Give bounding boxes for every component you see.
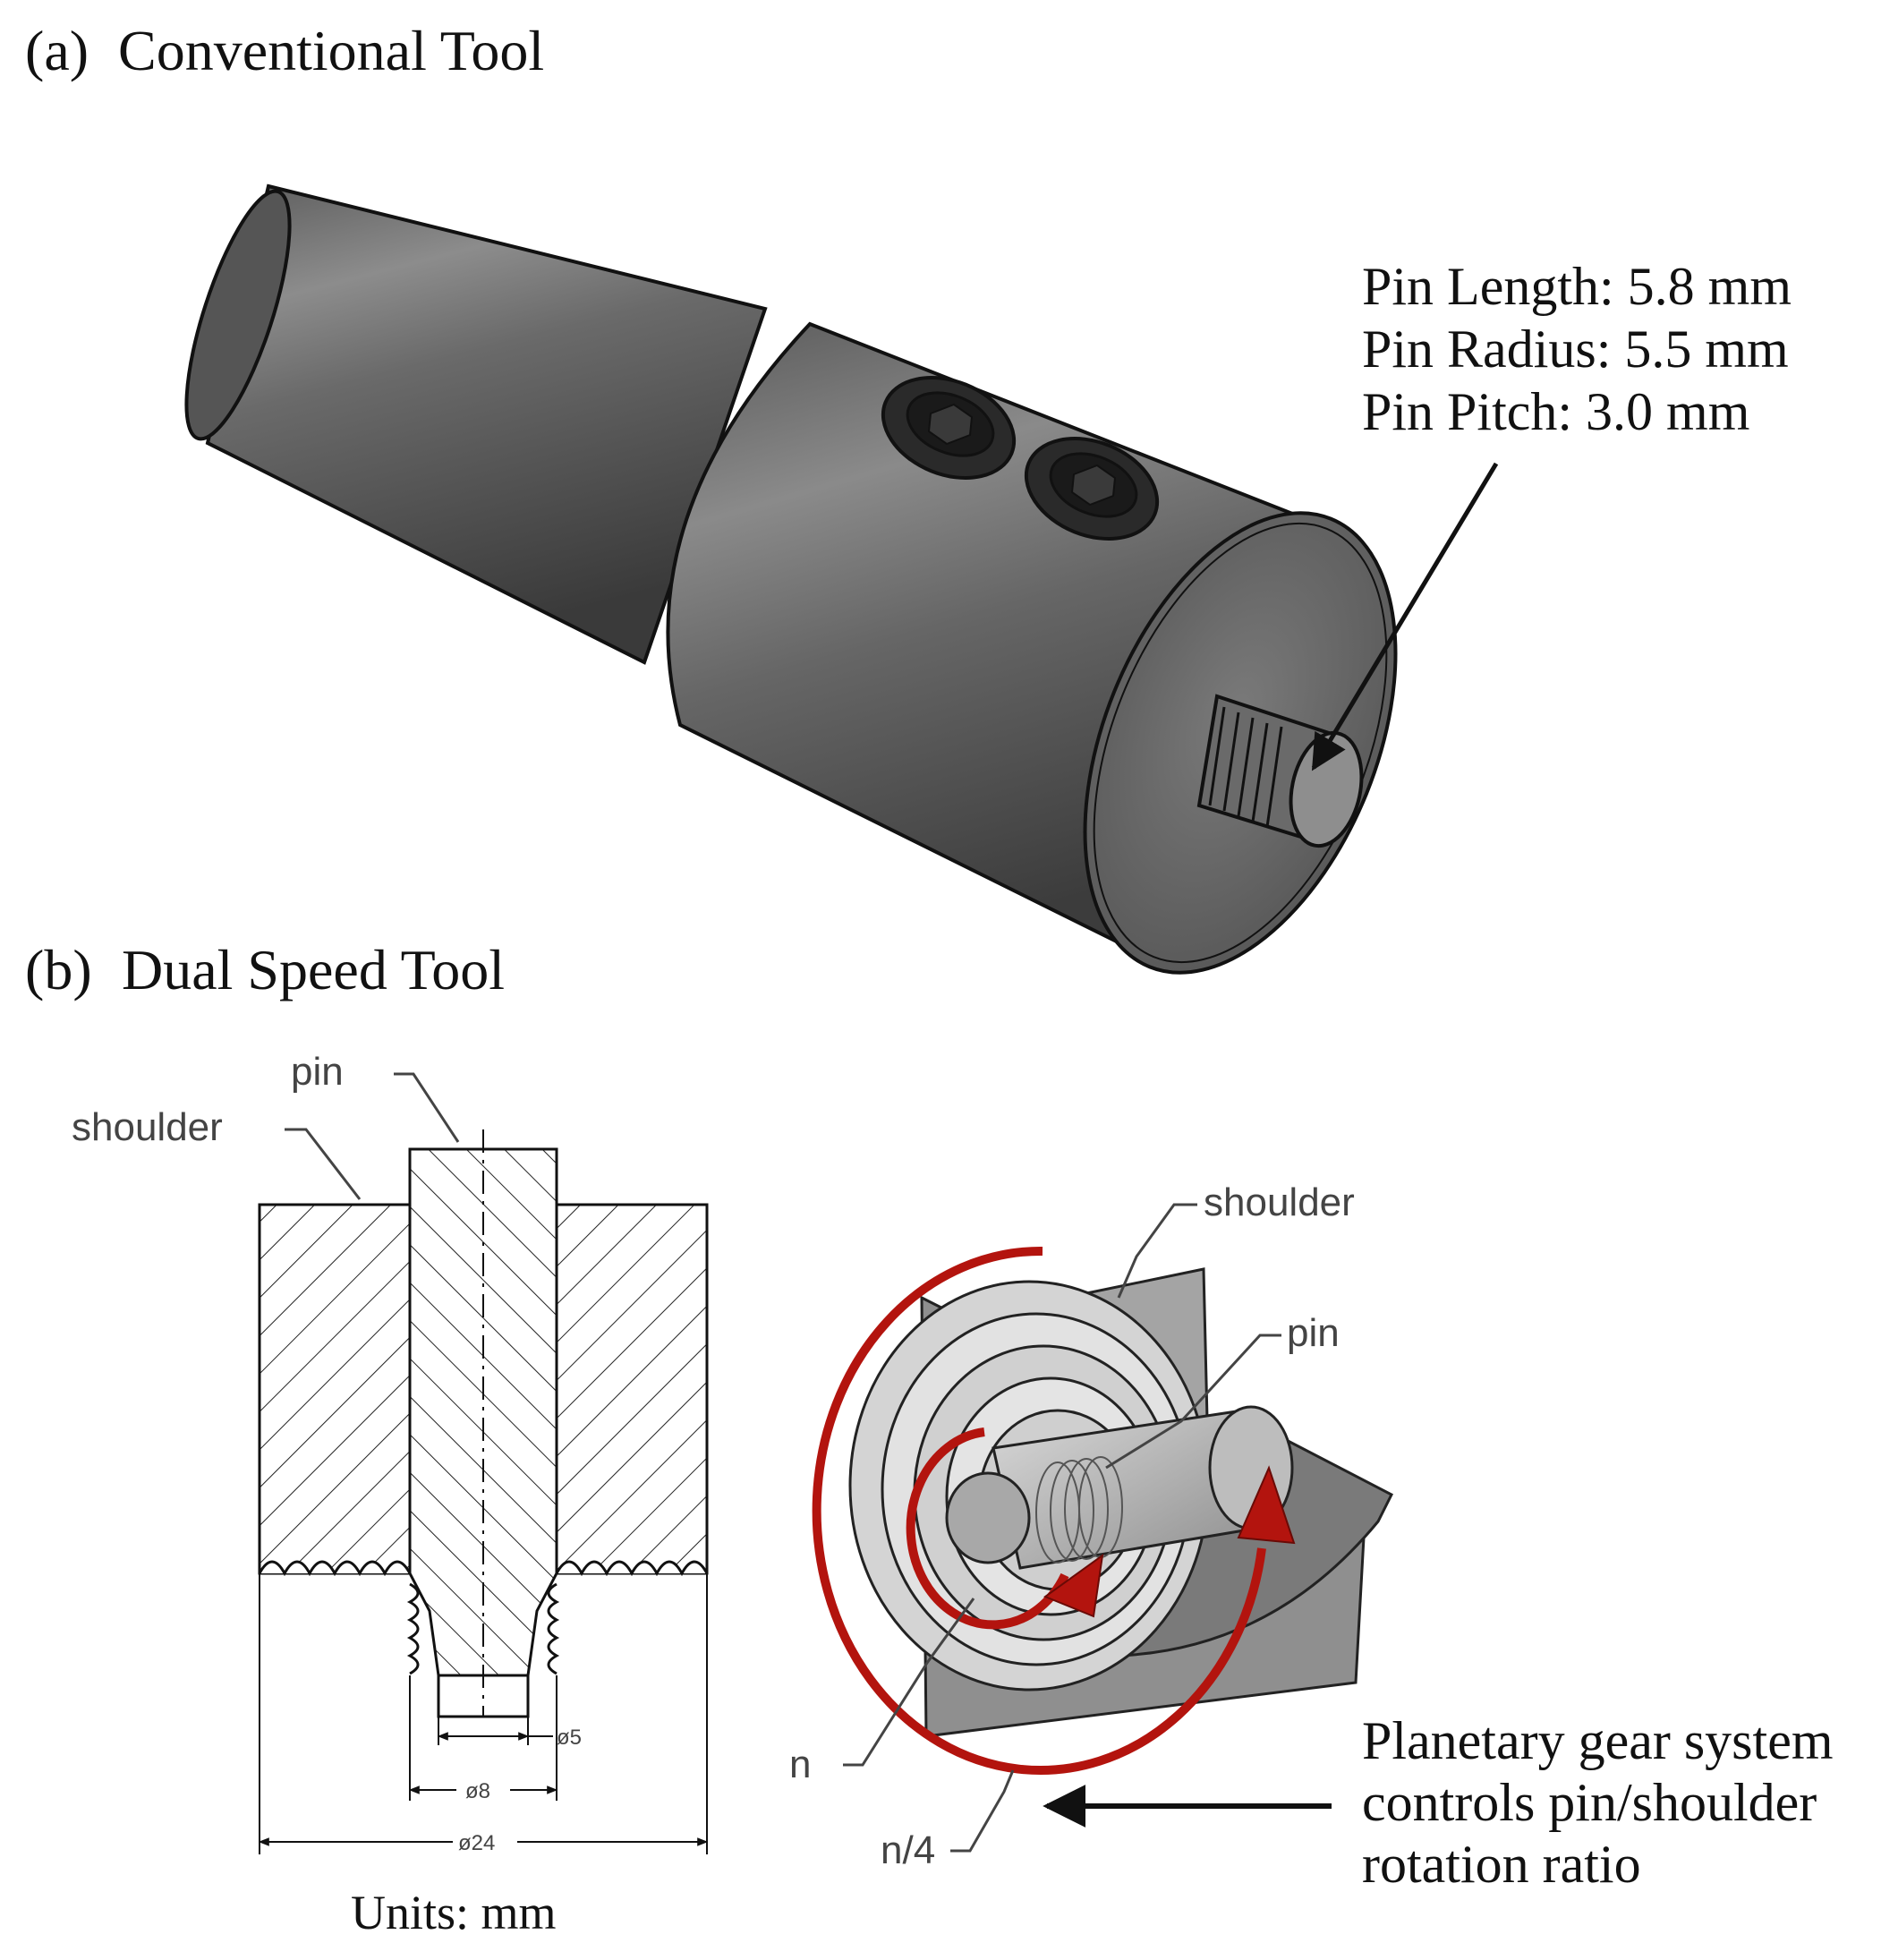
iso-leaders [843, 1203, 1281, 1853]
shoulder-section-left [258, 1203, 412, 1575]
conventional-tool-drawing [184, 183, 1398, 975]
pin-rotation-arrow [906, 1427, 1069, 1630]
pin-thread-right [547, 1582, 560, 1675]
shoulder-rotation-arrowhead [1237, 1465, 1296, 1545]
shoulder-speed-label: n/4 [881, 1828, 935, 1872]
shoulder-label-iso: shoulder [1204, 1180, 1355, 1224]
panel-b: (b) Dual Speed Tool pin shoulder [25, 938, 1834, 1939]
dim-shoulder-bg [453, 1829, 517, 1854]
pin-rotation-arrowhead [1043, 1553, 1104, 1618]
isometric-cutaway-view: shoulder pin n n/4 [789, 1180, 1394, 1872]
iso-pin-threads [1035, 1456, 1123, 1564]
pin-label-iso: pin [1287, 1311, 1340, 1355]
iso-pin-tip [945, 1471, 1031, 1564]
pin-leader [394, 1072, 460, 1143]
dim-shoulder-diameter: ø24 [458, 1831, 495, 1855]
spec-leader-arrow [1311, 462, 1499, 771]
caption-line-2: controls pin/shoulder [1362, 1773, 1817, 1832]
scroll-profile-left [258, 1560, 412, 1577]
panel-a: (a) Conventional Tool [25, 19, 1792, 975]
extension-lines [259, 1573, 708, 1854]
pin-label-section: pin [291, 1050, 344, 1094]
set-screw-1 [881, 376, 1017, 480]
dim-pin-diameter: ø8 [465, 1779, 490, 1803]
panel-a-title: Conventional Tool [118, 19, 544, 82]
panel-a-letter: (a) [25, 19, 89, 82]
caption-line-1: Planetary gear system [1362, 1711, 1834, 1770]
gear-caption: Planetary gear system controls pin/shoul… [1362, 1711, 1834, 1894]
shoulder-section-right [555, 1203, 709, 1575]
pin-speed-label: n [789, 1743, 811, 1786]
spec-pin-radius: Pin Radius: 5.5 mm [1362, 320, 1789, 379]
panel-b-letter: (b) [25, 938, 92, 1001]
dim-pin-bg [456, 1777, 510, 1802]
shoulder-rotation-arrow [812, 1246, 1266, 1775]
units-label: Units: mm [351, 1886, 557, 1939]
spec-pin-pitch: Pin Pitch: 3.0 mm [1362, 382, 1749, 441]
section-view: pin shoulder ø5 ø8 ø24 Units: mm [72, 1050, 709, 1939]
pin-spec-labels: Pin Length: 5.8 mm Pin Radius: 5.5 mm Pi… [1311, 257, 1792, 771]
set-screw-2 [1024, 437, 1160, 541]
panel-b-title: Dual Speed Tool [122, 938, 505, 1001]
pin-thread-left [406, 1582, 420, 1675]
dim-pin-tip: ø5 [557, 1726, 582, 1750]
shank-end [184, 189, 292, 441]
shoulder-leader [285, 1128, 362, 1200]
spec-pin-length: Pin Length: 5.8 mm [1362, 257, 1792, 316]
scroll-profile-right [555, 1560, 709, 1577]
shoulder-label-section: shoulder [72, 1105, 223, 1149]
caption-line-3: rotation ratio [1362, 1835, 1641, 1894]
